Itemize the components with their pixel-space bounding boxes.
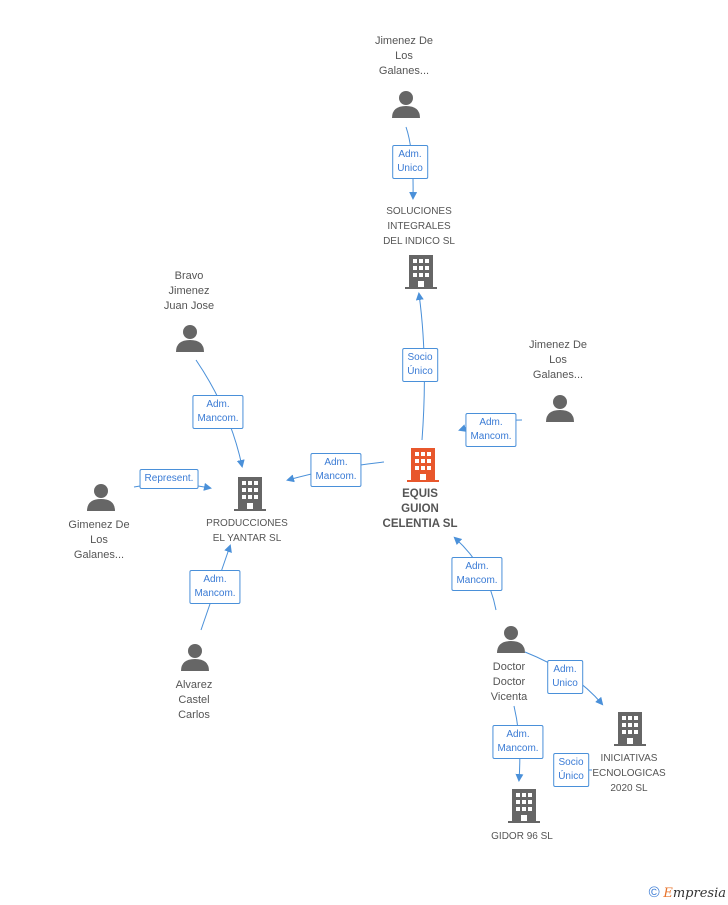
node-label-doctor[interactable]: Doctor Doctor Vicenta (490, 661, 528, 703)
edge-label-e11: Socio Único (553, 753, 589, 787)
edge-label-e7: Adm. Mancom. (189, 570, 241, 604)
node-label-producciones[interactable]: PRODUCCIONES EL YANTAR SL (206, 518, 288, 544)
person-icon-doctor[interactable] (497, 625, 525, 653)
building-icon-producciones[interactable] (234, 477, 266, 511)
node-label-alvarez[interactable]: Alvarez Castel Carlos (175, 679, 213, 721)
building-icon-gidor[interactable] (508, 789, 540, 823)
person-icon-gimenez[interactable] (87, 483, 115, 511)
building-icon-soluciones[interactable] (405, 255, 437, 289)
edge-label-e8: Adm. Mancom. (451, 557, 503, 591)
node-label-gimenez[interactable]: Gimenez De Los Galanes... (68, 519, 130, 561)
edge-label-e3: Adm. Mancom. (465, 413, 517, 447)
node-label-bravo[interactable]: Bravo Jimenez Juan Jose (163, 270, 215, 312)
edge-label-e4: Adm. Mancom. (310, 453, 362, 487)
copyright-icon: © (648, 884, 660, 901)
brand-name: mpresia (672, 886, 726, 901)
node-label-iniciativas[interactable]: INICIATIVAS ECNOLOGICAS 2020 SL (592, 753, 666, 794)
person-icon-alvarez[interactable] (181, 643, 209, 671)
node-label-jimenez-top[interactable]: Jimenez De Los Galanes... (374, 35, 434, 77)
edge-label-e6: Represent. (139, 469, 199, 489)
brand-initial: E (663, 886, 673, 901)
person-icon-jimenez-top[interactable] (392, 90, 420, 118)
building-icon-equis[interactable] (407, 448, 439, 482)
edge-label-e9: Adm. Unico (547, 660, 583, 694)
building-icon-iniciativas[interactable] (614, 712, 646, 746)
edge-label-e1: Adm. Unico (392, 145, 428, 179)
edge-label-e10: Adm. Mancom. (492, 725, 544, 759)
person-icon-bravo[interactable] (176, 324, 204, 352)
node-label-equis[interactable]: EQUIS GUION CELENTIA SL (382, 488, 458, 530)
person-icon-jimenez-right[interactable] (546, 394, 574, 422)
edge-label-e5: Adm. Mancom. (192, 395, 244, 429)
node-label-jimenez-right[interactable]: Jimenez De Los Galanes... (528, 339, 588, 381)
node-label-gidor[interactable]: GIDOR 96 SL (491, 831, 553, 842)
edge-label-e2: Socio Único (402, 348, 438, 382)
node-label-soluciones[interactable]: SOLUCIONES INTEGRALES DEL INDICO SL (383, 206, 455, 247)
brand-logo: © Empresia (649, 884, 726, 901)
